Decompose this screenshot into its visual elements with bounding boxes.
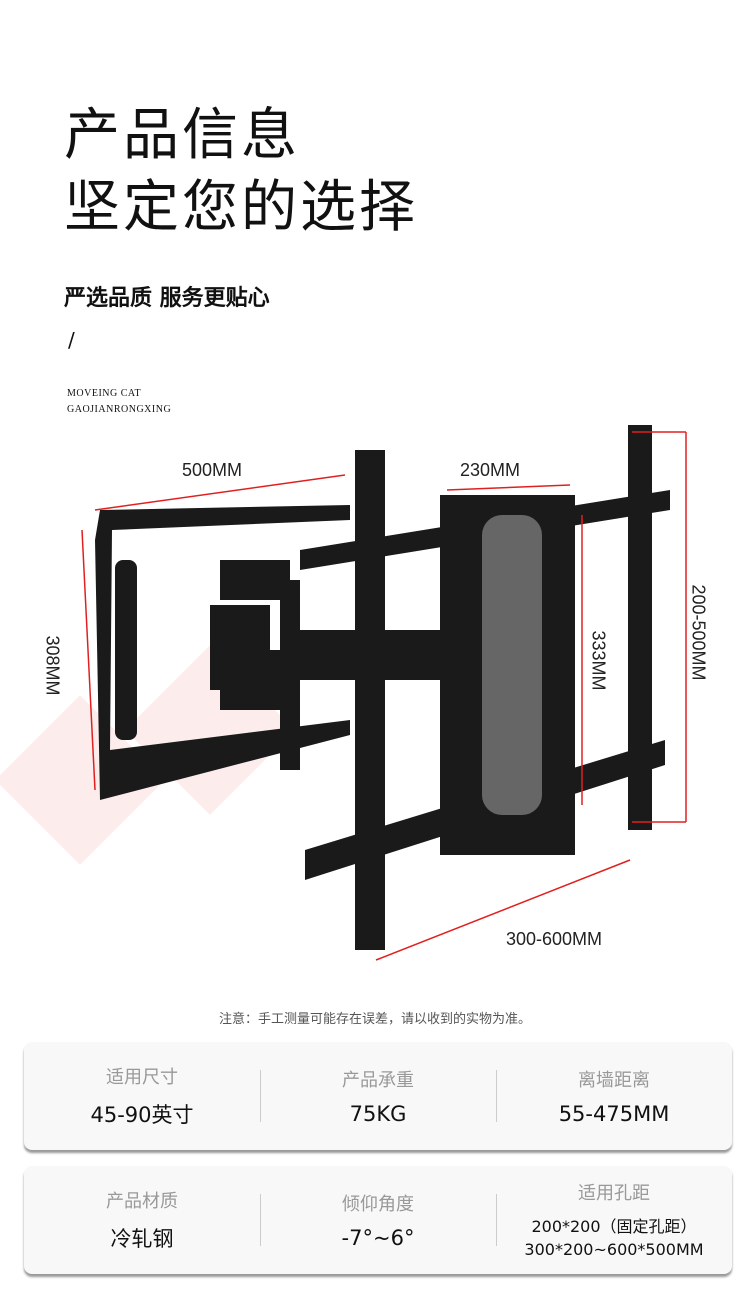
spec-value: 45-90英寸	[90, 1103, 194, 1127]
dim-horizontal: 300-600MM	[506, 929, 603, 949]
spec-value: -7°~6°	[341, 1226, 415, 1250]
spec-value: 55-475MM	[558, 1102, 670, 1126]
spec-vesa: 适用孔距 200*200（固定孔距） 300*200~600*500MM	[496, 1166, 732, 1274]
spec-label: 离墙距离	[578, 1070, 650, 1091]
spec-size: 适用尺寸 45-90英寸	[24, 1042, 260, 1150]
spec-label: 产品承重	[342, 1070, 414, 1091]
page-subtitle: 坚定您的选择	[64, 175, 418, 240]
spec-label: 产品材质	[106, 1191, 178, 1212]
spec-label: 适用尺寸	[106, 1067, 178, 1088]
dimension-arrows	[81, 431, 687, 961]
page-title: 产品信息	[64, 103, 300, 168]
spec-value-line2: 300*200~600*500MM	[524, 1240, 704, 1259]
tagline: 严选品质 服务更贴心	[64, 286, 270, 311]
dim-vertical: 200-500MM	[688, 584, 709, 681]
spec-card-1: 适用尺寸 45-90英寸 产品承重 75KG 离墙距离 55-475MM	[24, 1042, 732, 1150]
tv-mount-illustration	[0, 425, 687, 961]
spec-value-line1: 200*200（固定孔距）	[531, 1217, 697, 1236]
dim-height: 308MM	[42, 635, 63, 696]
spec-card-2: 产品材质冷轧钢 倾仰角度 -7°~6° 适用孔距 200*200（固定孔距） 300*…	[24, 1166, 732, 1274]
spec-wall-distance: 离墙距离 55-475MM	[496, 1042, 732, 1150]
spec-value: 75KG	[349, 1102, 407, 1126]
brand-en-2: GAOJIANRONGXING	[67, 404, 172, 415]
spec-material: 产品材质冷轧钢	[24, 1166, 260, 1274]
dim-arm: 230MM	[460, 460, 521, 480]
spec-load: 产品承重 75KG	[260, 1042, 496, 1150]
spec-value: 冷轧钢	[110, 1227, 174, 1251]
measurement-note: 注意：手工测量可能存在误差，请以收到的实物为准。	[218, 1012, 531, 1027]
brand-en-1: MOVEING CAT	[67, 388, 142, 399]
dim-width: 500MM	[182, 460, 243, 480]
spec-label: 倾仰角度	[342, 1194, 414, 1215]
spec-label: 适用孔距	[578, 1183, 650, 1204]
slash-divider: /	[68, 328, 75, 352]
dim-plate: 333MM	[588, 630, 609, 691]
spec-tilt: 倾仰角度 -7°~6°	[260, 1166, 496, 1274]
